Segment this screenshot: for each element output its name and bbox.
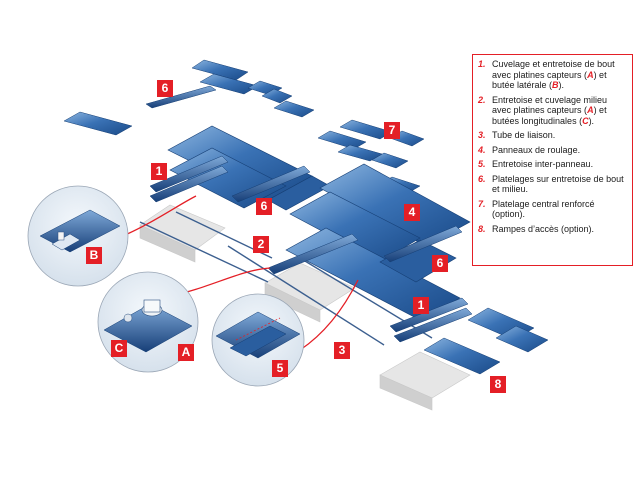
callout-b: B [86, 247, 102, 264]
concrete-foundations [139, 204, 471, 411]
legend-number: 3. [478, 130, 486, 140]
legend-text: Panneaux de roulage. [492, 144, 581, 155]
callout-6-middle: 6 [256, 198, 272, 215]
callout-c: C [111, 340, 127, 357]
legend-item: 3. Tube de liaison. [478, 130, 628, 141]
legend-text: Platelage central renforcé (option). [492, 198, 595, 220]
callout-a: A [178, 344, 194, 361]
callout-1-right: 1 [413, 297, 429, 314]
legend-text: Entretoise et cuvelage milieu avec plati… [492, 94, 608, 126]
legend-number: 7. [478, 198, 486, 209]
detail-circle-5 [211, 293, 305, 387]
callout-4: 4 [404, 204, 420, 221]
legend-item: 8. Rampes d’accès (option). [478, 224, 628, 235]
callout-7: 7 [384, 122, 400, 139]
legend-item: 5. Entretoise inter-panneau. [478, 159, 628, 170]
callout-1-left: 1 [151, 163, 167, 180]
legend-text: Cuvelage et entretoise de bout avec plat… [492, 59, 615, 90]
access-ramps [423, 307, 549, 375]
legend-text: Tube de liaison. [492, 130, 556, 140]
legend-item: 6. Platelages sur entretoise de bout et … [478, 174, 628, 195]
legend-item: 2. Entretoise et cuvelage milieu avec pl… [478, 95, 628, 127]
legend-number: 4. [478, 144, 486, 155]
legend-text: Entretoise inter-panneau. [492, 159, 594, 169]
callout-6-top: 6 [157, 80, 173, 97]
legend-box: 1. Cuvelage et entretoise de bout avec p… [472, 54, 633, 266]
legend-item: 4. Panneaux de roulage. [478, 145, 628, 156]
legend-number: 8. [478, 223, 486, 234]
callout-5: 5 [272, 360, 288, 377]
detail-circle-b [27, 185, 129, 287]
legend-item: 1. Cuvelage et entretoise de bout avec p… [478, 59, 628, 91]
callout-2: 2 [253, 236, 269, 253]
legend-number: 5. [478, 159, 486, 169]
end-deck-beam [145, 85, 217, 109]
legend-number: 1. [478, 59, 486, 69]
callout-3: 3 [334, 342, 350, 359]
legend-text: Rampes d’accès (option). [492, 223, 595, 234]
legend-text: Platelages sur entretoise de bout et mil… [492, 173, 624, 195]
callout-6-right: 6 [432, 255, 448, 272]
legend-item: 7. Platelage central renforcé (option). [478, 199, 628, 220]
legend-number: 2. [478, 94, 486, 105]
legend-number: 6. [478, 173, 486, 184]
cross-members [149, 155, 473, 343]
callout-8: 8 [490, 376, 506, 393]
